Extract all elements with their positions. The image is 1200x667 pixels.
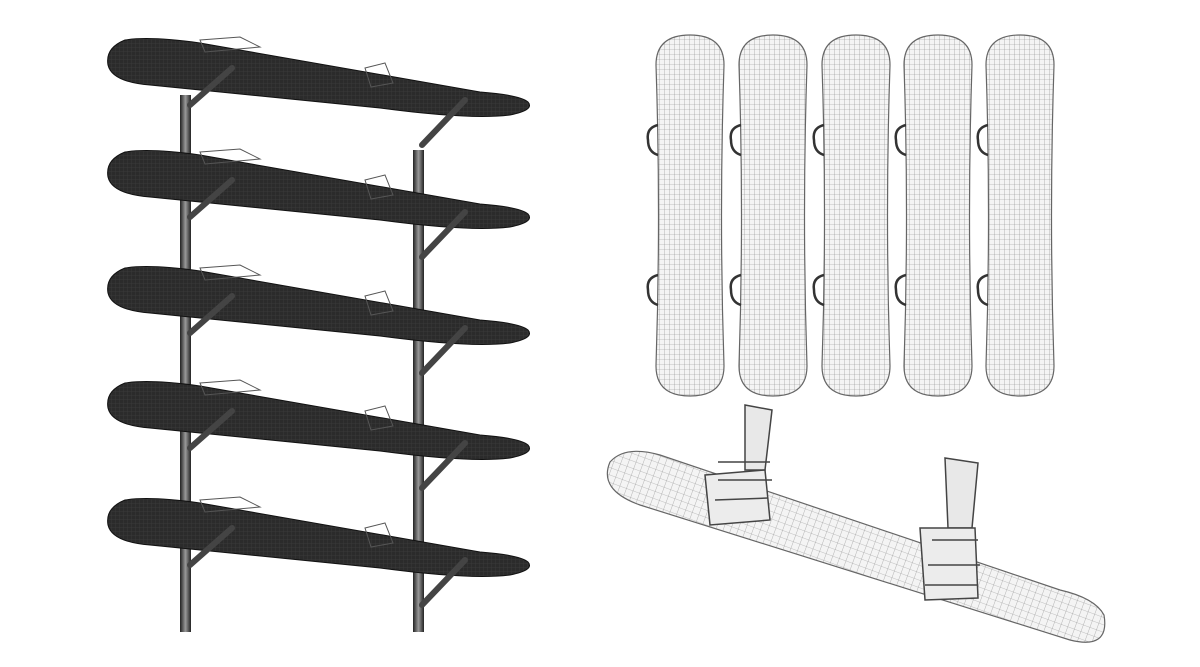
binding (894, 273, 907, 307)
binding (199, 264, 262, 281)
binding (199, 36, 262, 53)
binding-rear (919, 457, 980, 601)
binding (646, 273, 659, 307)
rack-snowboard (107, 496, 530, 608)
rack-arm (187, 408, 235, 451)
binding (364, 174, 394, 200)
rack-snowboard (107, 148, 530, 260)
binding (812, 273, 825, 307)
rack-snowboard (107, 379, 530, 491)
perspective-snowboard (606, 404, 1106, 643)
rack-arm (187, 65, 235, 108)
rack-arm (187, 177, 235, 220)
binding (812, 123, 825, 157)
binding (976, 273, 989, 307)
rack-arm (419, 557, 468, 608)
vertical-boards (646, 34, 1055, 397)
binding (199, 379, 262, 396)
vertical-snowboard (646, 34, 725, 397)
rack-pole-left (180, 95, 191, 632)
binding (364, 62, 394, 88)
binding (199, 148, 262, 165)
binding (364, 522, 394, 548)
binding (894, 123, 907, 157)
binding (364, 290, 394, 316)
binding (199, 496, 262, 513)
rack-arm (419, 325, 468, 376)
rack-arm (419, 97, 468, 148)
rack-pole-right (413, 150, 424, 632)
binding (364, 405, 394, 431)
rack-snowboard (107, 264, 530, 376)
vertical-snowboard (729, 34, 808, 397)
binding (729, 273, 742, 307)
binding (729, 123, 742, 157)
vertical-snowboard (894, 34, 973, 397)
rack-snowboard (107, 36, 530, 148)
binding (646, 123, 659, 157)
vertical-snowboard (976, 34, 1055, 397)
binding-front (704, 404, 773, 526)
binding (976, 123, 989, 157)
board-rack (107, 36, 530, 632)
rack-arm (187, 525, 235, 568)
rack-arm (187, 293, 235, 336)
rack-arm (419, 209, 468, 260)
vertical-snowboard (812, 34, 891, 397)
rack-arm (419, 440, 468, 491)
